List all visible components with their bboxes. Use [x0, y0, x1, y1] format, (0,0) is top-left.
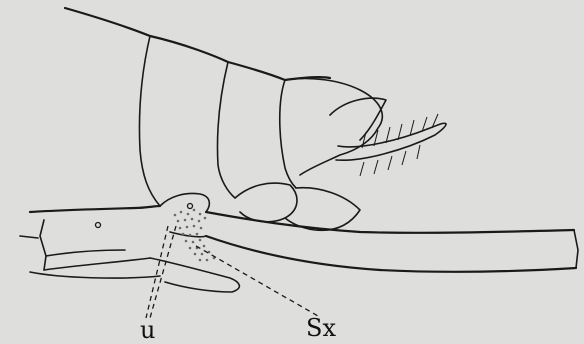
label-sx: Sx [306, 314, 336, 342]
label-u: u [140, 316, 155, 344]
